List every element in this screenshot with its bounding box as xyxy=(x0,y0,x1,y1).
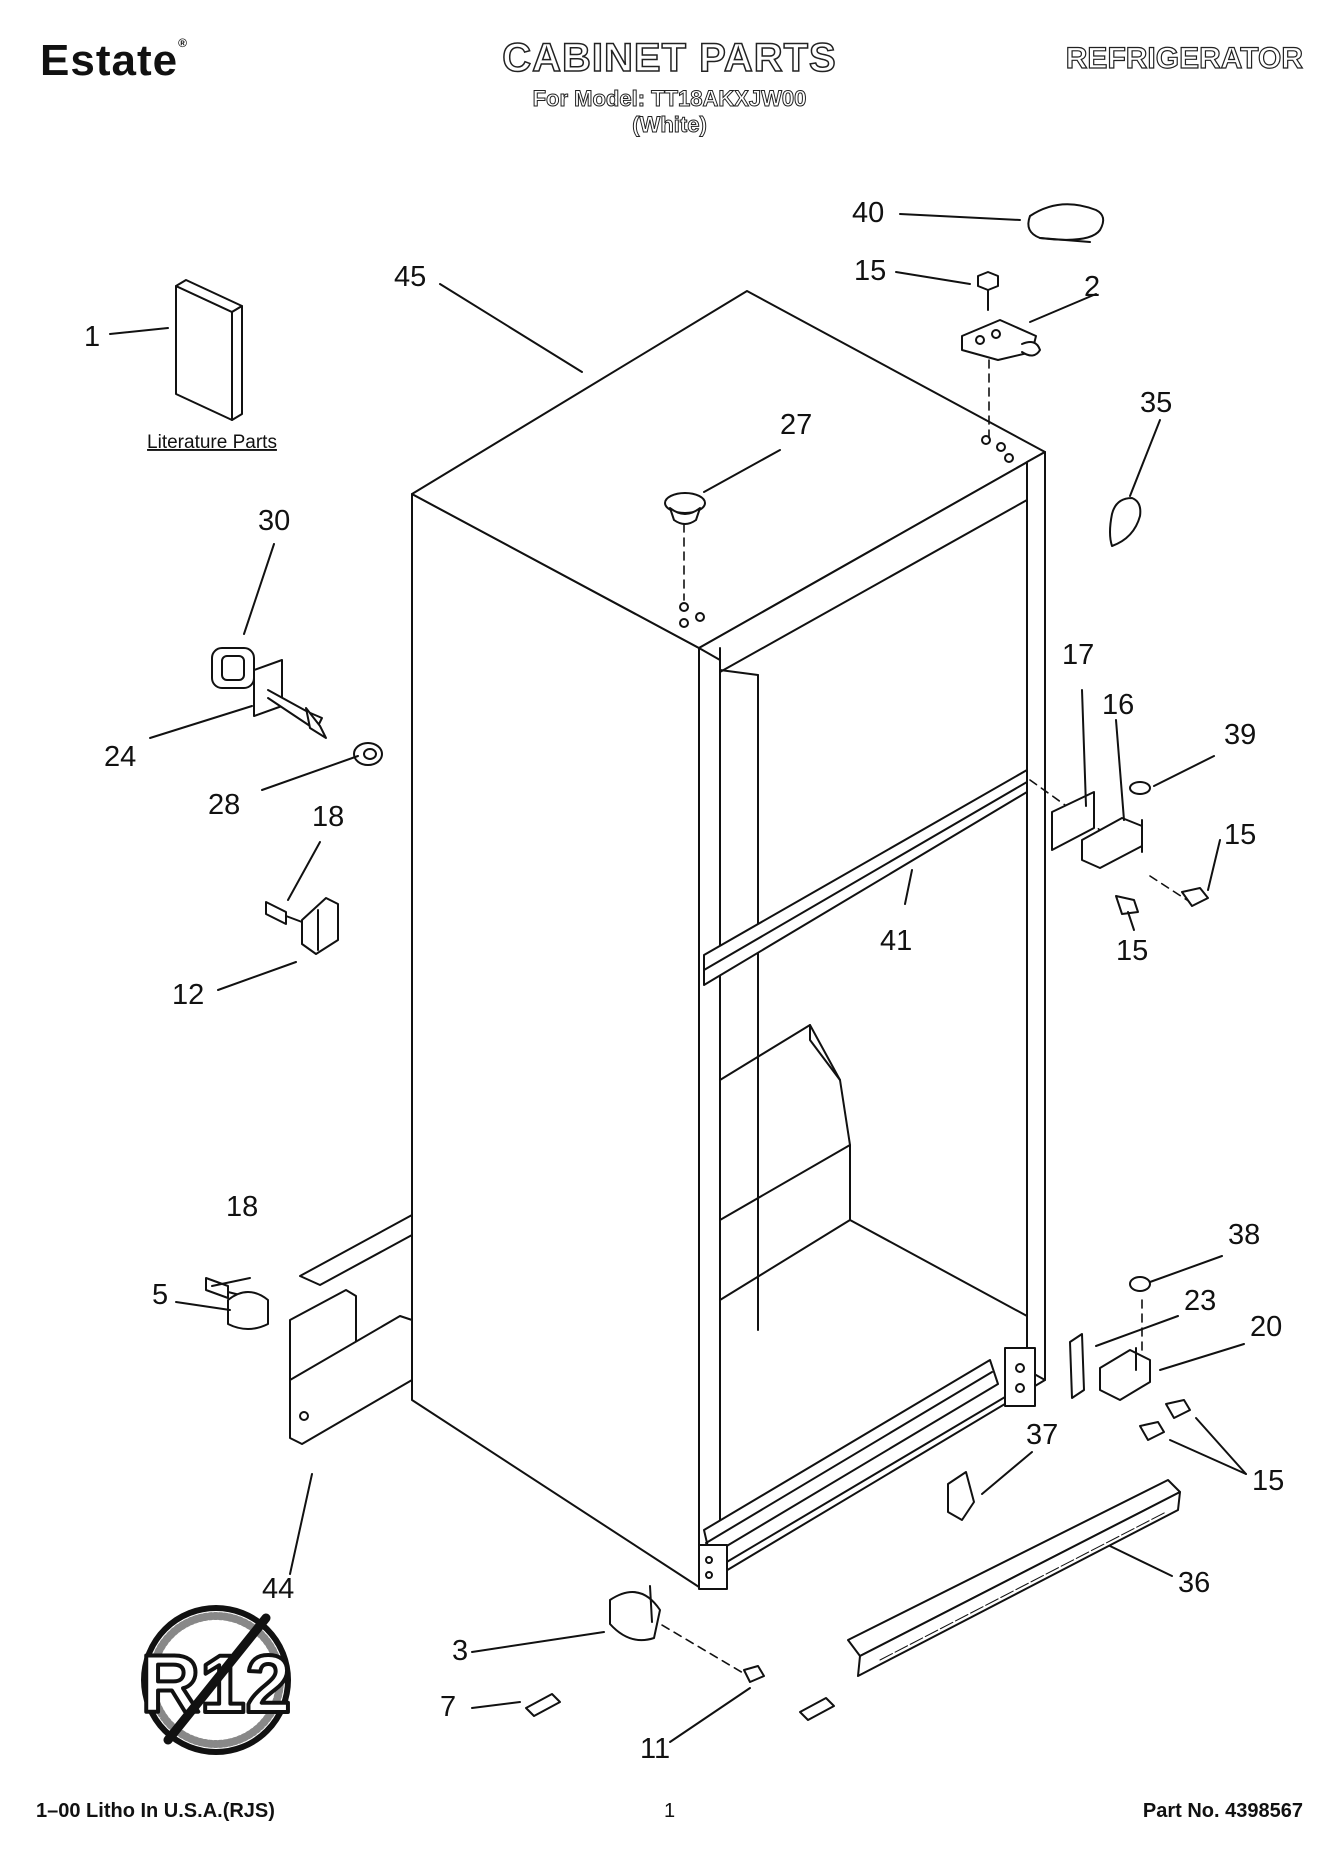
registered-mark: ® xyxy=(178,36,188,50)
callout-30: 30 xyxy=(258,505,290,537)
callout-40: 40 xyxy=(852,197,884,229)
bottom-hinge-20 xyxy=(1099,1347,1151,1401)
appliance-type: REFRIGERATOR xyxy=(1065,41,1303,75)
callout-28: 28 xyxy=(208,789,240,821)
toe-grille-36 xyxy=(847,1479,1181,1677)
callout-15-mid-lower: 15 xyxy=(1116,935,1148,967)
side-bracket-44 xyxy=(289,1214,413,1445)
callout-36: 36 xyxy=(1178,1567,1210,1599)
freezer-liner-step xyxy=(719,1024,1028,1317)
washer-38 xyxy=(1129,1276,1151,1292)
hinge-cap-35 xyxy=(1109,497,1142,547)
callout-17: 17 xyxy=(1062,639,1094,671)
no-r12-symbol: R12 xyxy=(139,1605,293,1755)
callout-27: 27 xyxy=(780,409,812,441)
callout-38: 38 xyxy=(1228,1219,1260,1251)
plug-27 xyxy=(664,492,706,525)
top-hinge-2 xyxy=(961,319,1041,361)
bottom-rail xyxy=(698,1347,1036,1590)
litho-note: 1–00 Litho In U.S.A.(RJS) xyxy=(36,1800,275,1822)
callout-labels: 1 2 3 5 7 11 12 15 15 15 15 16 17 18 18 … xyxy=(84,197,1284,1765)
handle-screw-24 xyxy=(253,659,327,739)
part-number: Part No. 4398567 xyxy=(1142,1800,1303,1822)
callout-5: 5 xyxy=(152,1279,168,1311)
shim-23 xyxy=(1069,1333,1085,1399)
page-title: CABINET PARTS xyxy=(502,35,837,81)
callout-15-top: 15 xyxy=(854,255,886,287)
callout-15-mid-right: 15 xyxy=(1224,819,1256,851)
center-hinge-16 xyxy=(1081,817,1143,869)
callout-16: 16 xyxy=(1102,689,1134,721)
brand-name: Estate xyxy=(40,36,179,85)
callout-3: 3 xyxy=(452,1635,468,1667)
clip-37 xyxy=(947,1471,975,1521)
screw-15-mid-lower xyxy=(1115,895,1139,915)
callout-45: 45 xyxy=(394,261,426,293)
grommet-30 xyxy=(211,647,255,689)
pin-bottom xyxy=(799,1697,835,1721)
screw-11 xyxy=(743,1665,765,1683)
literature-parts-1 xyxy=(175,279,243,421)
callout-12: 12 xyxy=(172,979,204,1011)
callout-35: 35 xyxy=(1140,387,1172,419)
callout-7: 7 xyxy=(440,1691,456,1723)
washer-28 xyxy=(353,742,383,766)
shim-17 xyxy=(1051,791,1095,851)
cabinet-shell xyxy=(411,290,1046,1588)
literature-parts-label: Literature Parts xyxy=(147,432,277,453)
callout-37: 37 xyxy=(1026,1419,1058,1451)
pin-7 xyxy=(525,1693,561,1717)
model-number: For Model: TT18AKXJW00 xyxy=(532,86,807,112)
callout-44: 44 xyxy=(262,1573,294,1605)
callout-15-lower: 15 xyxy=(1252,1465,1284,1497)
callout-39: 39 xyxy=(1224,719,1256,751)
model-color: (White) xyxy=(632,112,708,138)
callout-18-upper: 18 xyxy=(312,801,344,833)
screws-15-lower xyxy=(1139,1399,1191,1441)
hinge-cover-40 xyxy=(1027,203,1105,243)
mullion-rail-41 xyxy=(703,769,1028,986)
screw-15-mid-right xyxy=(1181,887,1209,907)
bracket-12 xyxy=(301,897,339,955)
callout-11: 11 xyxy=(640,1733,670,1765)
callout-23: 23 xyxy=(1184,1285,1216,1317)
page-number: 1 xyxy=(663,1800,676,1822)
callout-24: 24 xyxy=(104,741,136,773)
callout-41: 41 xyxy=(880,925,912,957)
callout-1: 1 xyxy=(84,321,100,353)
leader-arrows xyxy=(109,213,1247,1743)
cabinet-top-holes xyxy=(679,435,1014,628)
brand-logo: Estate® xyxy=(40,36,188,86)
screw-18-upper xyxy=(265,901,303,925)
screw-15-top xyxy=(977,271,999,311)
callout-2: 2 xyxy=(1084,271,1100,303)
callout-18-lower: 18 xyxy=(226,1191,258,1223)
washer-39 xyxy=(1129,781,1151,795)
roller-bracket-3 xyxy=(609,1585,661,1642)
callout-20: 20 xyxy=(1250,1311,1282,1343)
clip-5 xyxy=(227,1291,269,1330)
